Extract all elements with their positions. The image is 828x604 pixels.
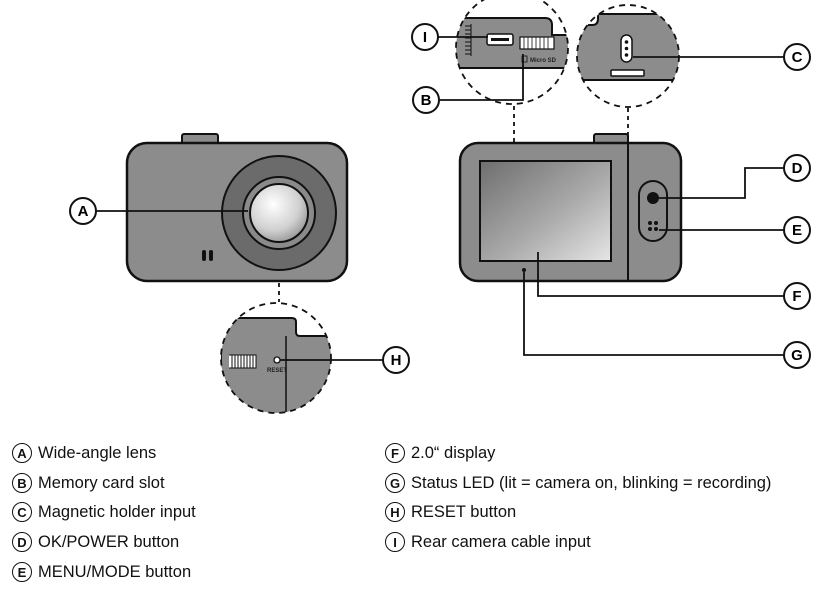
reset-pinhole[interactable] (273, 356, 281, 364)
menu-mode-button[interactable] (648, 221, 658, 231)
legend-text: Status LED (lit = camera on, blinking = … (411, 473, 772, 492)
display-screen (479, 160, 612, 262)
reset-small-label: RESET (267, 368, 287, 374)
legend-badge: E (12, 562, 32, 582)
side-grip (465, 24, 472, 56)
lens-assembly (221, 155, 337, 271)
legend-item-c: C Magnetic holder input (12, 500, 196, 524)
legend-badge: D (12, 532, 32, 552)
legend-text: Rear camera cable input (411, 532, 591, 551)
micro-sd-label: Micro SD (530, 58, 557, 64)
legend-text: Wide-angle lens (38, 443, 157, 462)
legend-text: Magnetic holder input (38, 502, 196, 521)
button-panel (638, 180, 668, 242)
legend-badge: A (12, 443, 32, 463)
front-camera (125, 133, 349, 283)
legend-item-f: F 2.0“ display (385, 441, 495, 465)
legend-text: MENU/MODE button (38, 562, 192, 581)
legend-item-i: I Rear camera cable input (385, 530, 591, 554)
rear-camera (458, 133, 683, 283)
sd-slot-detail-zoom: Micro SD (455, 0, 569, 105)
legend-badge: B (12, 473, 32, 493)
legend-text: OK/POWER button (38, 532, 180, 551)
magnetic-holder-detail-zoom (576, 4, 680, 108)
micro-sd-slot (519, 36, 555, 50)
legend-item-d: D OK/POWER button (12, 530, 179, 554)
legend-item-a: A Wide-angle lens (12, 441, 156, 465)
legend-badge: I (385, 532, 405, 552)
magnetic-contacts (620, 34, 633, 63)
callout-g: G (791, 347, 803, 364)
callout-f: F (792, 288, 801, 305)
legend-text: 2.0“ display (411, 443, 496, 462)
legend-item-e: E MENU/MODE button (12, 560, 191, 584)
status-led (522, 268, 526, 272)
ok-power-button[interactable] (647, 192, 659, 204)
callout-a: A (78, 203, 89, 220)
legend-badge: H (385, 502, 405, 522)
grip-ridges (229, 354, 257, 369)
legend-badge: C (12, 502, 32, 522)
reset-detail-zoom: RESET (220, 302, 332, 414)
callout-c: C (792, 49, 803, 66)
legend-text: Memory card slot (38, 473, 165, 492)
legend-item-b: B Memory card slot (12, 471, 165, 495)
callout-b: B (421, 92, 432, 109)
legend-badge: G (385, 473, 405, 493)
callout-d: D (792, 160, 803, 177)
usb-port (486, 33, 514, 46)
legend-badge: F (385, 443, 405, 463)
callout-e: E (792, 222, 802, 239)
legend-item-g: G Status LED (lit = camera on, blinking … (385, 471, 771, 495)
microphone-holes (202, 250, 213, 261)
legend-text: RESET button (411, 502, 517, 521)
camera-diagram: A RESET H (69, 0, 811, 414)
callout-i: I (423, 29, 427, 46)
legend-item-h: H RESET button (385, 500, 516, 524)
callout-h: H (391, 352, 402, 369)
